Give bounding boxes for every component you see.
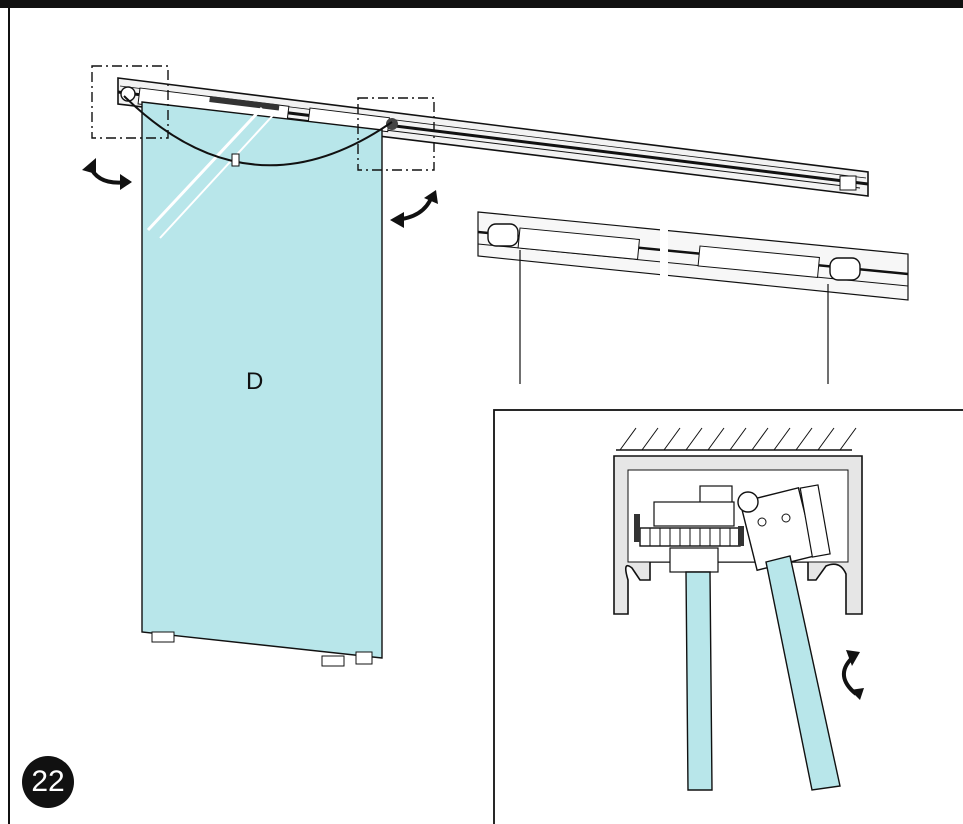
rotate-arrow-icon xyxy=(842,650,864,700)
glass-door xyxy=(141,101,383,667)
step-number-badge: 22 xyxy=(22,756,74,808)
door-label: D xyxy=(246,368,264,395)
rotate-arrow-icon xyxy=(82,158,132,190)
detail-box-left xyxy=(91,65,169,139)
detail-box-right xyxy=(357,97,435,171)
top-border xyxy=(0,0,963,8)
cross-section-inset xyxy=(493,409,963,824)
safety-cable xyxy=(123,95,393,167)
left-border xyxy=(8,8,10,824)
track-detail-view xyxy=(477,204,909,384)
rotate-arrow-icon xyxy=(390,190,438,228)
